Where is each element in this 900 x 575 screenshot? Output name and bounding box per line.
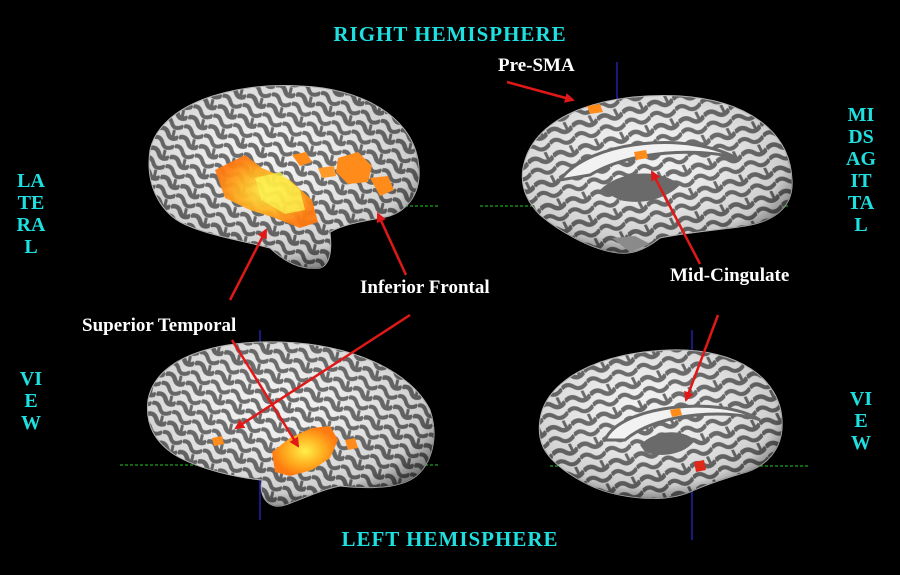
left-midsagittal-brain: [538, 349, 783, 499]
header-right-hemisphere: RIGHT HEMISPHERE: [333, 22, 567, 46]
arrow-pre-sma: [506, 80, 575, 103]
label-superior-temporal: Superior Temporal: [82, 315, 237, 336]
arrow-mid-cingulate-left: [684, 314, 720, 402]
right-midsagittal-brain: [521, 95, 793, 254]
arrow-superior-temporal-right: [228, 228, 268, 301]
side-label-lateral: LATERAL: [16, 170, 46, 258]
activation-mid-cingulate-left: [670, 408, 682, 417]
activation-inferior-frontal-right: [292, 152, 394, 196]
activation-pre-sma: [587, 104, 603, 114]
side-label-midsagittal: MIDSAGITTAL: [846, 104, 876, 236]
arrow-superior-temporal-left: [230, 339, 300, 448]
label-mid-cingulate: Mid-Cingulate: [670, 265, 790, 286]
header-left-hemisphere: LEFT HEMISPHERE: [341, 527, 559, 551]
annotation-arrows: [228, 80, 720, 448]
arrow-mid-cingulate-right: [650, 170, 702, 265]
activation-superior-temporal-left: [212, 426, 358, 476]
right-lateral-brain: [148, 85, 420, 269]
activation-superior-temporal-right: [215, 155, 318, 228]
arrow-inferior-frontal-left: [234, 313, 411, 430]
side-label-midsagittal-view: VIEW: [849, 388, 873, 454]
left-lateral-brain: [146, 341, 435, 507]
label-inferior-frontal: Inferior Frontal: [360, 277, 490, 298]
activation-mid-cingulate-right: [634, 150, 648, 160]
side-label-lateral-view: VIEW: [19, 368, 43, 434]
arrow-inferior-frontal-right: [376, 212, 408, 276]
label-pre-sma: Pre-SMA: [498, 55, 575, 76]
